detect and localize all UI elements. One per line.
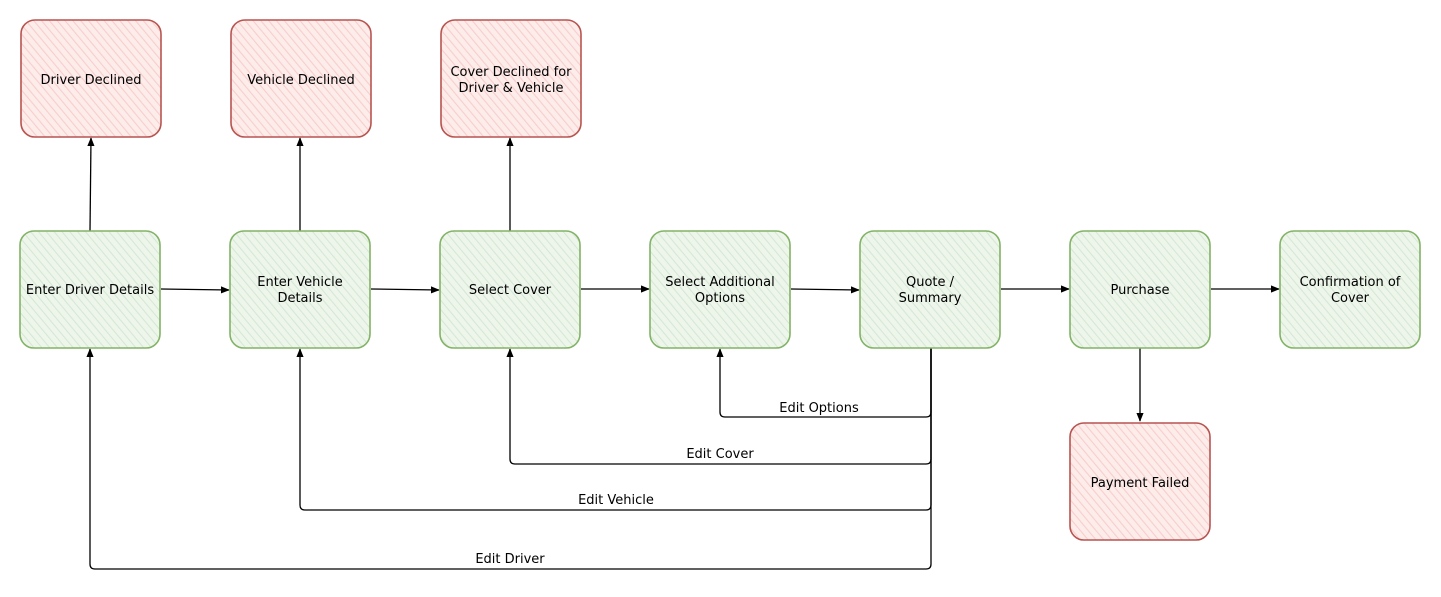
node-purchase: Purchase: [1069, 230, 1211, 349]
node-driver-declined-label: Driver Declined: [40, 73, 141, 88]
edit-vehicle-connector: [296, 348, 932, 511]
node-label-line: Summary: [899, 291, 962, 306]
node-label-line: Select Additional: [665, 275, 775, 290]
node-cover-declined-box: [440, 19, 582, 138]
node-enter-driver-details: Enter Driver Details: [19, 230, 161, 349]
node-vehicle-declined-box: [230, 19, 372, 138]
edge-label-edit-vehicle: Edit Vehicle: [578, 493, 654, 508]
node-label-line: Purchase: [1110, 283, 1169, 298]
connectors: [86, 137, 1280, 570]
node-payment-failed: Payment Failed: [1069, 422, 1211, 541]
node-label-line: Details: [277, 291, 322, 306]
node-label-line: Enter Driver Details: [26, 283, 154, 298]
edge-label-edit-options: Edit Options: [779, 401, 859, 416]
node-label-line: Quote /: [906, 275, 955, 290]
edit-driver-connector: [86, 348, 932, 570]
node-select-additional-options-box: [649, 230, 791, 349]
node-quote-summary-box: [859, 230, 1001, 349]
node-label-line: Payment Failed: [1091, 476, 1190, 491]
node-enter-driver-details-box: [19, 230, 161, 349]
node-driver-declined: Driver Declined: [20, 19, 162, 138]
node-select-cover: Select Cover: [439, 230, 581, 349]
node-label-line: Cover: [1331, 291, 1370, 306]
node-label-line: Enter Vehicle: [257, 275, 343, 290]
node-label-line: Options: [695, 291, 745, 306]
node-label-line: Confirmation of: [1300, 275, 1401, 290]
edge-label-edit-driver: Edit Driver: [475, 552, 545, 567]
node-label-line: Driver Declined: [40, 73, 141, 88]
arrow-vehicle-to-cover: [370, 286, 440, 294]
node-select-cover-label: Select Cover: [469, 283, 552, 298]
node-vehicle-declined-label: Vehicle Declined: [247, 73, 355, 88]
node-payment-failed-label: Payment Failed: [1091, 476, 1190, 491]
arrow-driver-to-vehicle: [160, 286, 230, 294]
node-select-cover-box: [439, 230, 581, 349]
node-purchase-box: [1069, 230, 1211, 349]
node-driver-declined-box: [20, 19, 162, 138]
arrow-driver-to-declined: [87, 137, 95, 232]
node-label-line: Select Cover: [469, 283, 552, 298]
node-purchase-label: Purchase: [1110, 283, 1169, 298]
node-label-line: Cover Declined for: [450, 65, 572, 80]
edge-label-edit-cover: Edit Cover: [686, 447, 754, 462]
edge-labels: Edit Options Edit Cover Edit Vehicle Edi…: [475, 401, 859, 567]
node-confirmation-of-cover-box: [1279, 230, 1421, 349]
node-quote-summary-label: Quote /Summary: [899, 275, 962, 306]
arrow-options-to-quote: [790, 286, 860, 294]
node-vehicle-declined: Vehicle Declined: [230, 19, 372, 138]
node-label-line: Vehicle Declined: [247, 73, 355, 88]
node-payment-failed-box: [1069, 422, 1211, 541]
node-enter-vehicle-details-box: [229, 230, 371, 349]
node-quote-summary: Quote /Summary: [859, 230, 1001, 349]
node-label-line: Driver & Vehicle: [459, 81, 564, 96]
node-enter-driver-details-label: Enter Driver Details: [26, 283, 154, 298]
nodes: Driver Declined Vehicle Declined Cover D…: [19, 19, 1421, 541]
